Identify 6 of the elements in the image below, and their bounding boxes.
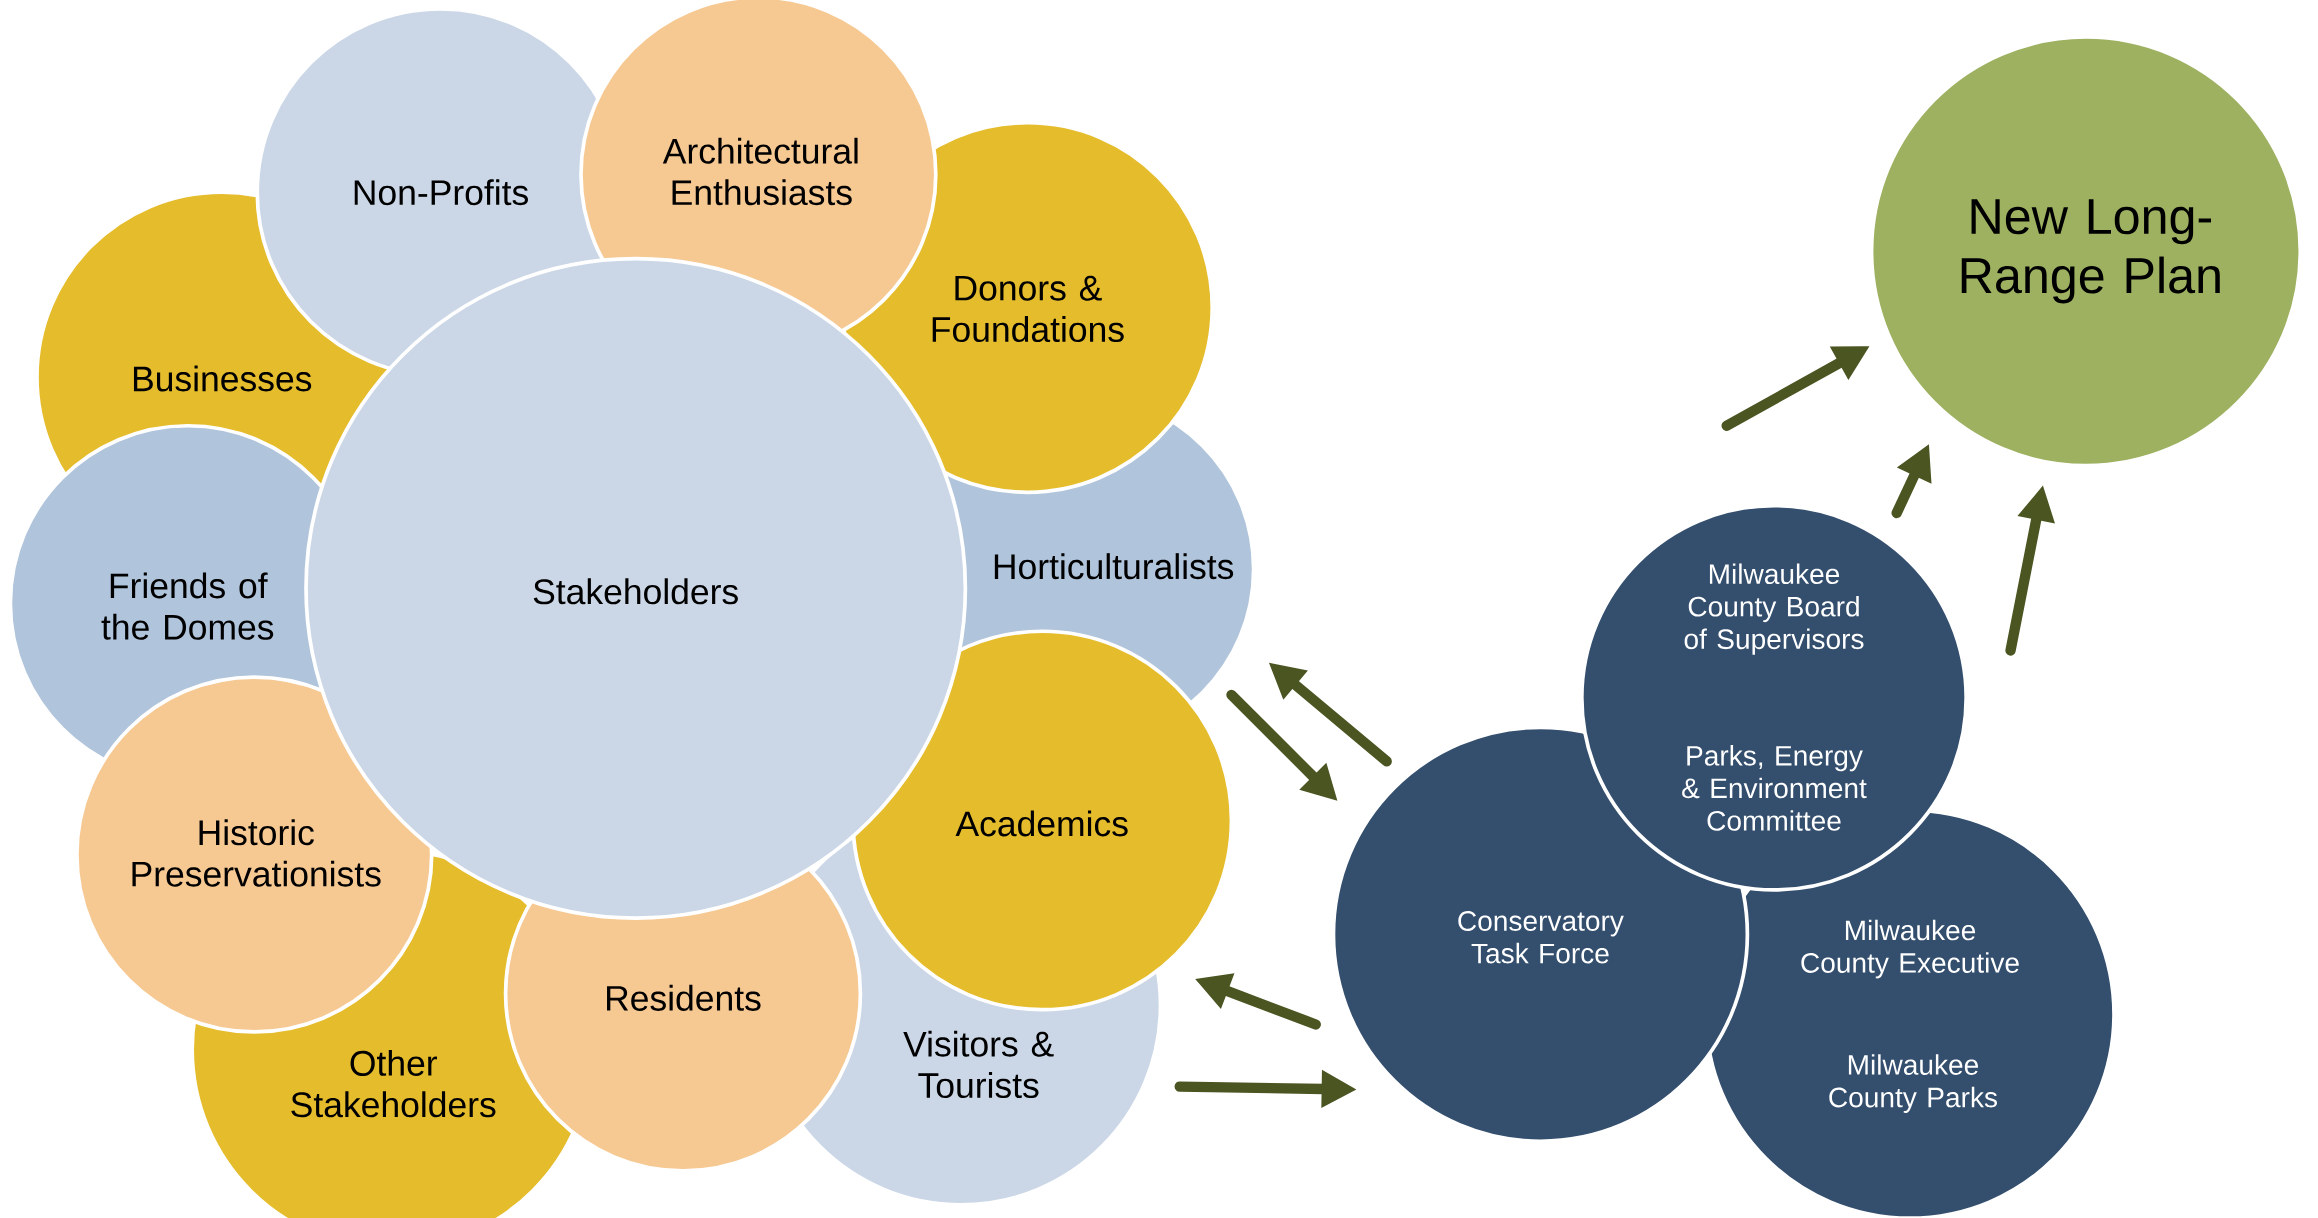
node-label: Milwaukee County Executive [1801, 919, 2019, 979]
node-label: Milwaukee County Parks [1829, 1054, 1997, 1113]
circle-node: Academics [851, 629, 1234, 1012]
circle-node: New Long-Range Plan [1869, 35, 2303, 468]
circle-node: Historic Preservationists [75, 675, 434, 1034]
circle-node: Milwaukee County Board of Supervisors Parks, Energy & Environment Committee [1579, 503, 1969, 892]
